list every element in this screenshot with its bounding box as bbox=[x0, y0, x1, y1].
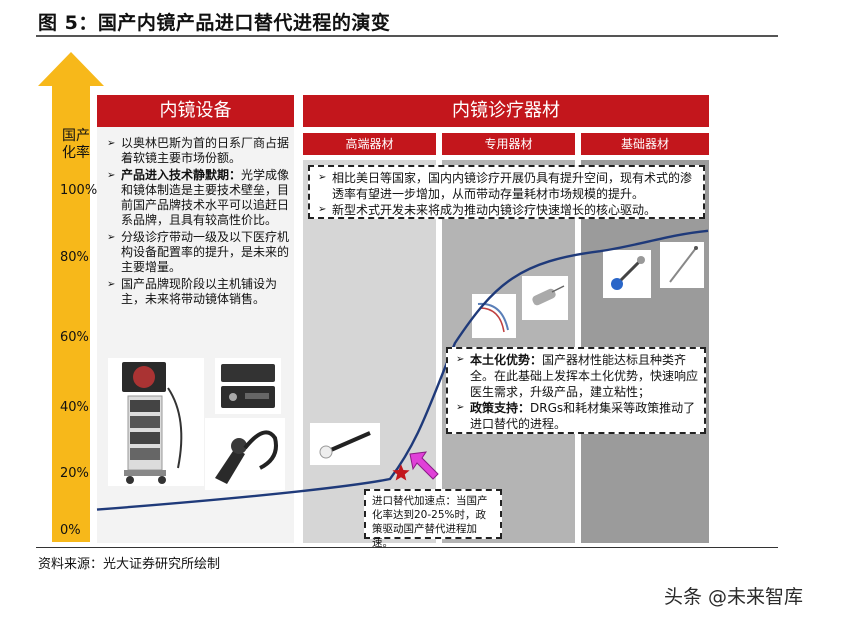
y-axis-label-line2: 化率 bbox=[62, 145, 90, 161]
outlook-bullet: ➢新型术式开发未来将成为推动内镜诊疗快速增长的核心驱动。 bbox=[318, 203, 657, 217]
bullet-arrow-icon: ➢ bbox=[456, 354, 465, 365]
bullet-arrow-icon: ➢ bbox=[456, 402, 465, 413]
specialized-device-image-2 bbox=[522, 276, 568, 320]
y-axis-arrow-shaft bbox=[52, 83, 90, 542]
advantage-bullet: ➢政策支持：DRGs和耗材集采等政策推动了进口替代的进程。 bbox=[456, 401, 696, 431]
consumables-header: 内镜诊疗器材 bbox=[303, 95, 709, 127]
sub-header-specialized: 专用器材 bbox=[442, 133, 575, 155]
bullet-arrow-icon: ➢ bbox=[318, 204, 327, 215]
title-rule bbox=[36, 35, 778, 37]
specialized-device-image-1 bbox=[472, 294, 516, 338]
bullet-arrow-icon: ➢ bbox=[107, 279, 116, 290]
sub-header-high-end: 高端器材 bbox=[303, 133, 436, 155]
high-end-device-image bbox=[310, 423, 380, 465]
y-tick-40: 40% bbox=[60, 400, 89, 415]
bullet-arrow-icon: ➢ bbox=[107, 170, 116, 181]
endoscope-handpiece-image bbox=[205, 418, 285, 490]
endoscopy-tower-image bbox=[108, 358, 204, 486]
equipment-bullet: ➢国产品牌现阶段以主机铺设为主，未来将带动镜体销售。 bbox=[107, 277, 278, 306]
bullet-arrow-icon: ➢ bbox=[107, 138, 116, 149]
callout-pointer-arrow-icon bbox=[409, 451, 439, 480]
equipment-header: 内镜设备 bbox=[97, 95, 294, 127]
advantage-bullet: ➢本土化优势：国产器材性能达标且种类齐全。在此基础上发挥本土化优势，快速响应医生… bbox=[456, 353, 699, 399]
equipment-bullets: ➢以奥林巴斯为首的日系厂商占据着软镜主要市场份额。 ➢产品进入技术静默期：光学成… bbox=[104, 136, 290, 309]
bullet-arrow-icon: ➢ bbox=[318, 172, 327, 183]
equipment-bullet: ➢产品进入技术静默期：光学成像和镜体制造是主要技术壁垒，目前国产品牌技术水平可以… bbox=[107, 168, 290, 227]
figure-title: 图 5：国产内镜产品进口替代进程的演变 bbox=[38, 12, 391, 34]
equipment-bullet: ➢分级诊疗带动一级及以下医疗机构设备配置率的提升，是未来的主要增量。 bbox=[107, 230, 290, 274]
y-tick-20: 20% bbox=[60, 466, 89, 481]
acceleration-callout: 进口替代加速点：当国产化率达到20-25%时，政策驱动国产替代进程加速。 bbox=[364, 489, 502, 549]
bullet-arrow-icon: ➢ bbox=[107, 232, 116, 243]
basic-device-image-2 bbox=[660, 242, 704, 288]
footer-rule bbox=[36, 547, 778, 548]
watermark-text: 头条 @未来智库 bbox=[664, 586, 804, 608]
outlook-bullet: ➢相比美日等国家，国内内镜诊疗开展仍具有提升空间，现有术式的渗透率有望进一步增加… bbox=[318, 171, 693, 201]
y-axis-label-line1: 国产 bbox=[62, 128, 90, 144]
high-end-panel bbox=[303, 160, 436, 543]
basic-device-image-1 bbox=[603, 250, 651, 298]
y-tick-0: 0% bbox=[60, 523, 81, 538]
acceleration-point-star-icon bbox=[392, 464, 410, 481]
equipment-bullet: ➢以奥林巴斯为首的日系厂商占据着软镜主要市场份额。 bbox=[107, 136, 290, 165]
y-tick-80: 80% bbox=[60, 250, 89, 265]
penetration-curve-line bbox=[96, 229, 709, 511]
advantage-box: ➢本土化优势：国产器材性能达标且种类齐全。在此基础上发挥本土化优势，快速响应医生… bbox=[446, 347, 706, 434]
sub-header-basic: 基础器材 bbox=[581, 133, 709, 155]
y-tick-60: 60% bbox=[60, 330, 89, 345]
y-tick-100: 100% bbox=[60, 183, 98, 198]
y-axis-arrow-head bbox=[38, 52, 104, 86]
source-note: 资料来源：光大证券研究所绘制 bbox=[38, 557, 221, 572]
endoscope-processor-image bbox=[215, 358, 281, 414]
market-outlook-box: ➢相比美日等国家，国内内镜诊疗开展仍具有提升空间，现有术式的渗透率有望进一步增加… bbox=[308, 165, 705, 219]
y-axis-label: 国产 化率 bbox=[56, 128, 96, 162]
